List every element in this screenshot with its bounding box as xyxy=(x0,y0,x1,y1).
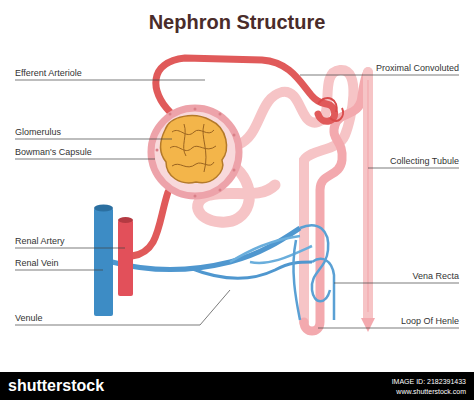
part-label: Collecting Tubule xyxy=(390,156,459,167)
vein-opening xyxy=(94,205,113,212)
part-label: Renal Vein xyxy=(15,258,59,269)
renal-vein xyxy=(94,208,113,316)
dot xyxy=(156,149,159,152)
afferent-arteriole xyxy=(132,192,168,256)
leader-line xyxy=(15,290,230,325)
leader-line xyxy=(15,139,172,140)
leader-line xyxy=(318,328,459,329)
part-label: Renal Artery xyxy=(15,236,65,247)
dot xyxy=(233,134,236,137)
part-label: Loop Of Henle xyxy=(401,316,459,327)
part-label: Vena Recta xyxy=(412,271,459,282)
watermark: IMAGE ID: 2182391433 xyxy=(392,377,466,386)
dot xyxy=(219,113,222,116)
capsule-dots xyxy=(156,108,236,198)
dot xyxy=(169,113,172,116)
watermark: www.shutterstock.com xyxy=(396,387,466,396)
part-label: Venule xyxy=(15,313,43,324)
leader-line xyxy=(334,283,459,284)
leader-line xyxy=(368,168,459,169)
leader-line xyxy=(300,75,459,76)
venule xyxy=(112,228,300,270)
dot xyxy=(233,169,236,172)
renal-artery xyxy=(118,220,133,296)
leader-line xyxy=(15,248,125,249)
dot xyxy=(194,195,197,198)
arrow-head xyxy=(361,318,375,332)
leader-line xyxy=(15,270,103,271)
leader-line xyxy=(15,80,205,81)
artery-opening xyxy=(118,217,133,223)
diagram-title: Nephron Structure xyxy=(0,10,474,34)
glomerulus xyxy=(161,116,227,183)
part-label: Bowman's Capsule xyxy=(15,147,92,158)
capillary xyxy=(318,98,343,121)
leader-line xyxy=(15,159,155,160)
leader-lines xyxy=(15,75,459,328)
tubule-line xyxy=(367,80,368,312)
dot xyxy=(194,108,197,111)
collecting-tubule xyxy=(363,72,373,318)
footer-bar xyxy=(0,372,474,400)
watermark: shutterstock xyxy=(8,377,104,395)
venule xyxy=(230,236,312,263)
proximal-tubule xyxy=(238,70,353,322)
part-label: Efferent Arteriole xyxy=(15,68,82,79)
part-label: Proximal Convoluted xyxy=(376,63,459,74)
bowmans-capsule xyxy=(151,108,239,196)
capillary-tuft xyxy=(170,124,216,172)
vena-recta xyxy=(293,225,334,320)
part-label: Glomerulus xyxy=(15,127,61,138)
dot xyxy=(219,189,222,192)
